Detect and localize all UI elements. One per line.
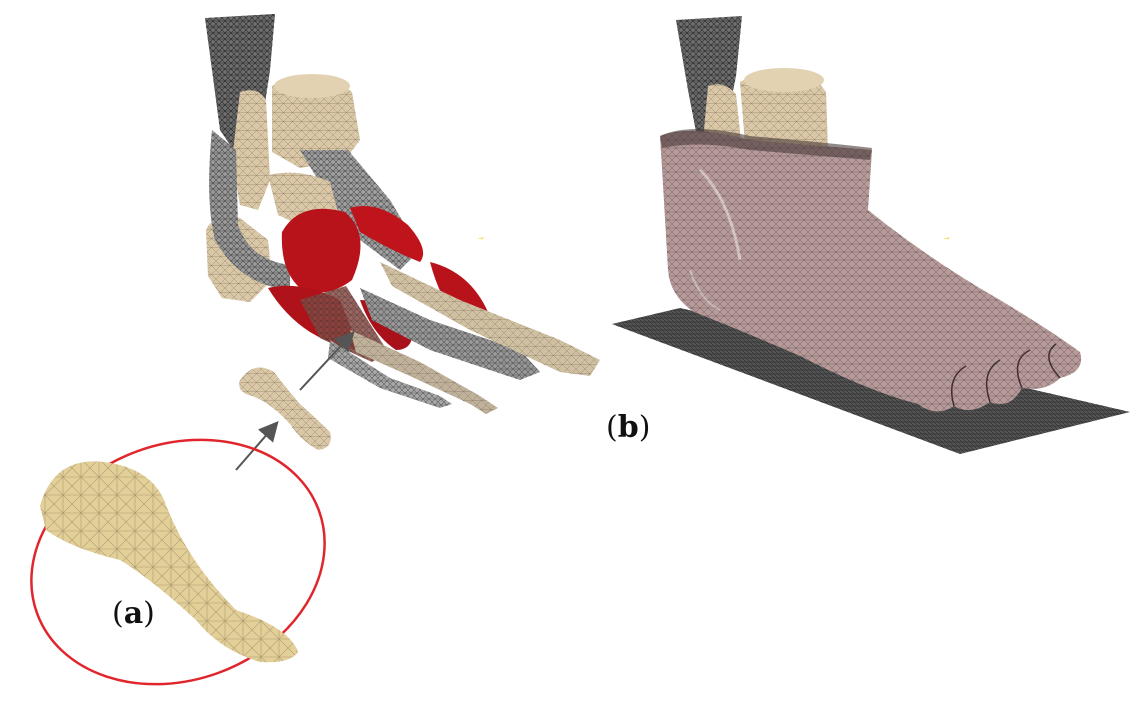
foot-full-mesh-icon: →· — [612, 16, 1130, 454]
panel-label-b: (b) — [606, 410, 651, 445]
foot-internal-mesh-icon: →· — [205, 14, 600, 414]
zoom-bone-ellipse — [30, 438, 326, 686]
metatarsal-bone-icon — [239, 367, 331, 450]
svg-text:→·: →· — [944, 235, 951, 242]
arrow-to-foot — [299, 331, 355, 391]
svg-text:→·: →· — [478, 235, 485, 242]
arrow-to-bone — [235, 420, 279, 471]
panel-label-a: (a) — [112, 596, 155, 631]
